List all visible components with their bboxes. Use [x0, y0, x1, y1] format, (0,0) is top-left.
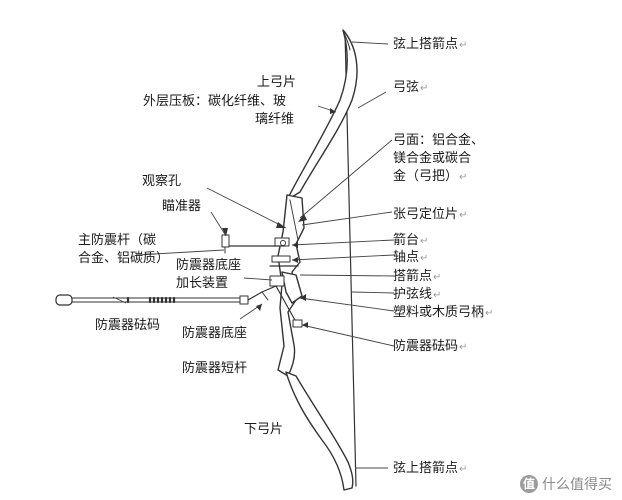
label-peep-hole: 观察孔 [142, 174, 182, 189]
label-stabilizer-base: 防震器底座 [182, 326, 248, 341]
label-lower-limb: 下弓片 [244, 422, 284, 437]
label-stabilizer-ext-2: 加长装置 [176, 276, 229, 291]
label-riser-2: 镁合金或碳合 [393, 151, 472, 166]
label-pivot-point: 轴点↵ [393, 250, 429, 265]
label-riser-3: 金（弓把）↵ [393, 169, 468, 184]
label-long-rod-2: 合金、铝碳质） [78, 251, 170, 266]
label-sight: 瞄准器 [162, 199, 202, 214]
label-long-rod-1: 主防震杆（碳 [78, 233, 157, 248]
label-arrow-rest: 箭台↵ [393, 233, 429, 248]
grip-shape [281, 271, 303, 304]
label-laminate: 外层压板：碳化纤维、玻 [143, 94, 287, 109]
watermark-text: 什么值得买 [542, 477, 612, 493]
label-stabilizer-weight-right: 防震器砝码↵ [393, 339, 468, 354]
label-lower-nock-point: 弦上搭箭点↵ [393, 461, 468, 476]
site-watermark: 值 什么值得买 [520, 474, 612, 494]
lower-limb-shape [285, 371, 354, 491]
label-laminate-cont: 璃纤维 [255, 112, 295, 127]
label-string-guard: 护弦线↵ [393, 287, 442, 302]
label-stabilizer-weight-left: 防震器砝码 [95, 318, 161, 333]
bow-drawing [55, 29, 358, 491]
label-limb-pocket: 张弓定位片↵ [393, 207, 468, 222]
label-short-rod: 防震器短杆 [182, 361, 248, 376]
watermark-logo-icon: 值 [520, 475, 538, 493]
label-nocking-point: 搭箭点↵ [393, 269, 442, 284]
label-upper-limb: 上弓片 [257, 75, 297, 90]
label-stabilizer-ext-1: 防震器底座 [176, 258, 242, 273]
long-rod-weight-shape [55, 294, 73, 306]
direction-arrows [222, 108, 336, 328]
label-upper-nock-point: 弦上搭箭点↵ [393, 37, 468, 52]
label-riser-1: 弓面：铝合金、 [393, 133, 485, 148]
label-bowstring: 弓弦↵ [393, 80, 429, 95]
label-grip: 塑料或木质弓柄↵ [393, 305, 494, 320]
